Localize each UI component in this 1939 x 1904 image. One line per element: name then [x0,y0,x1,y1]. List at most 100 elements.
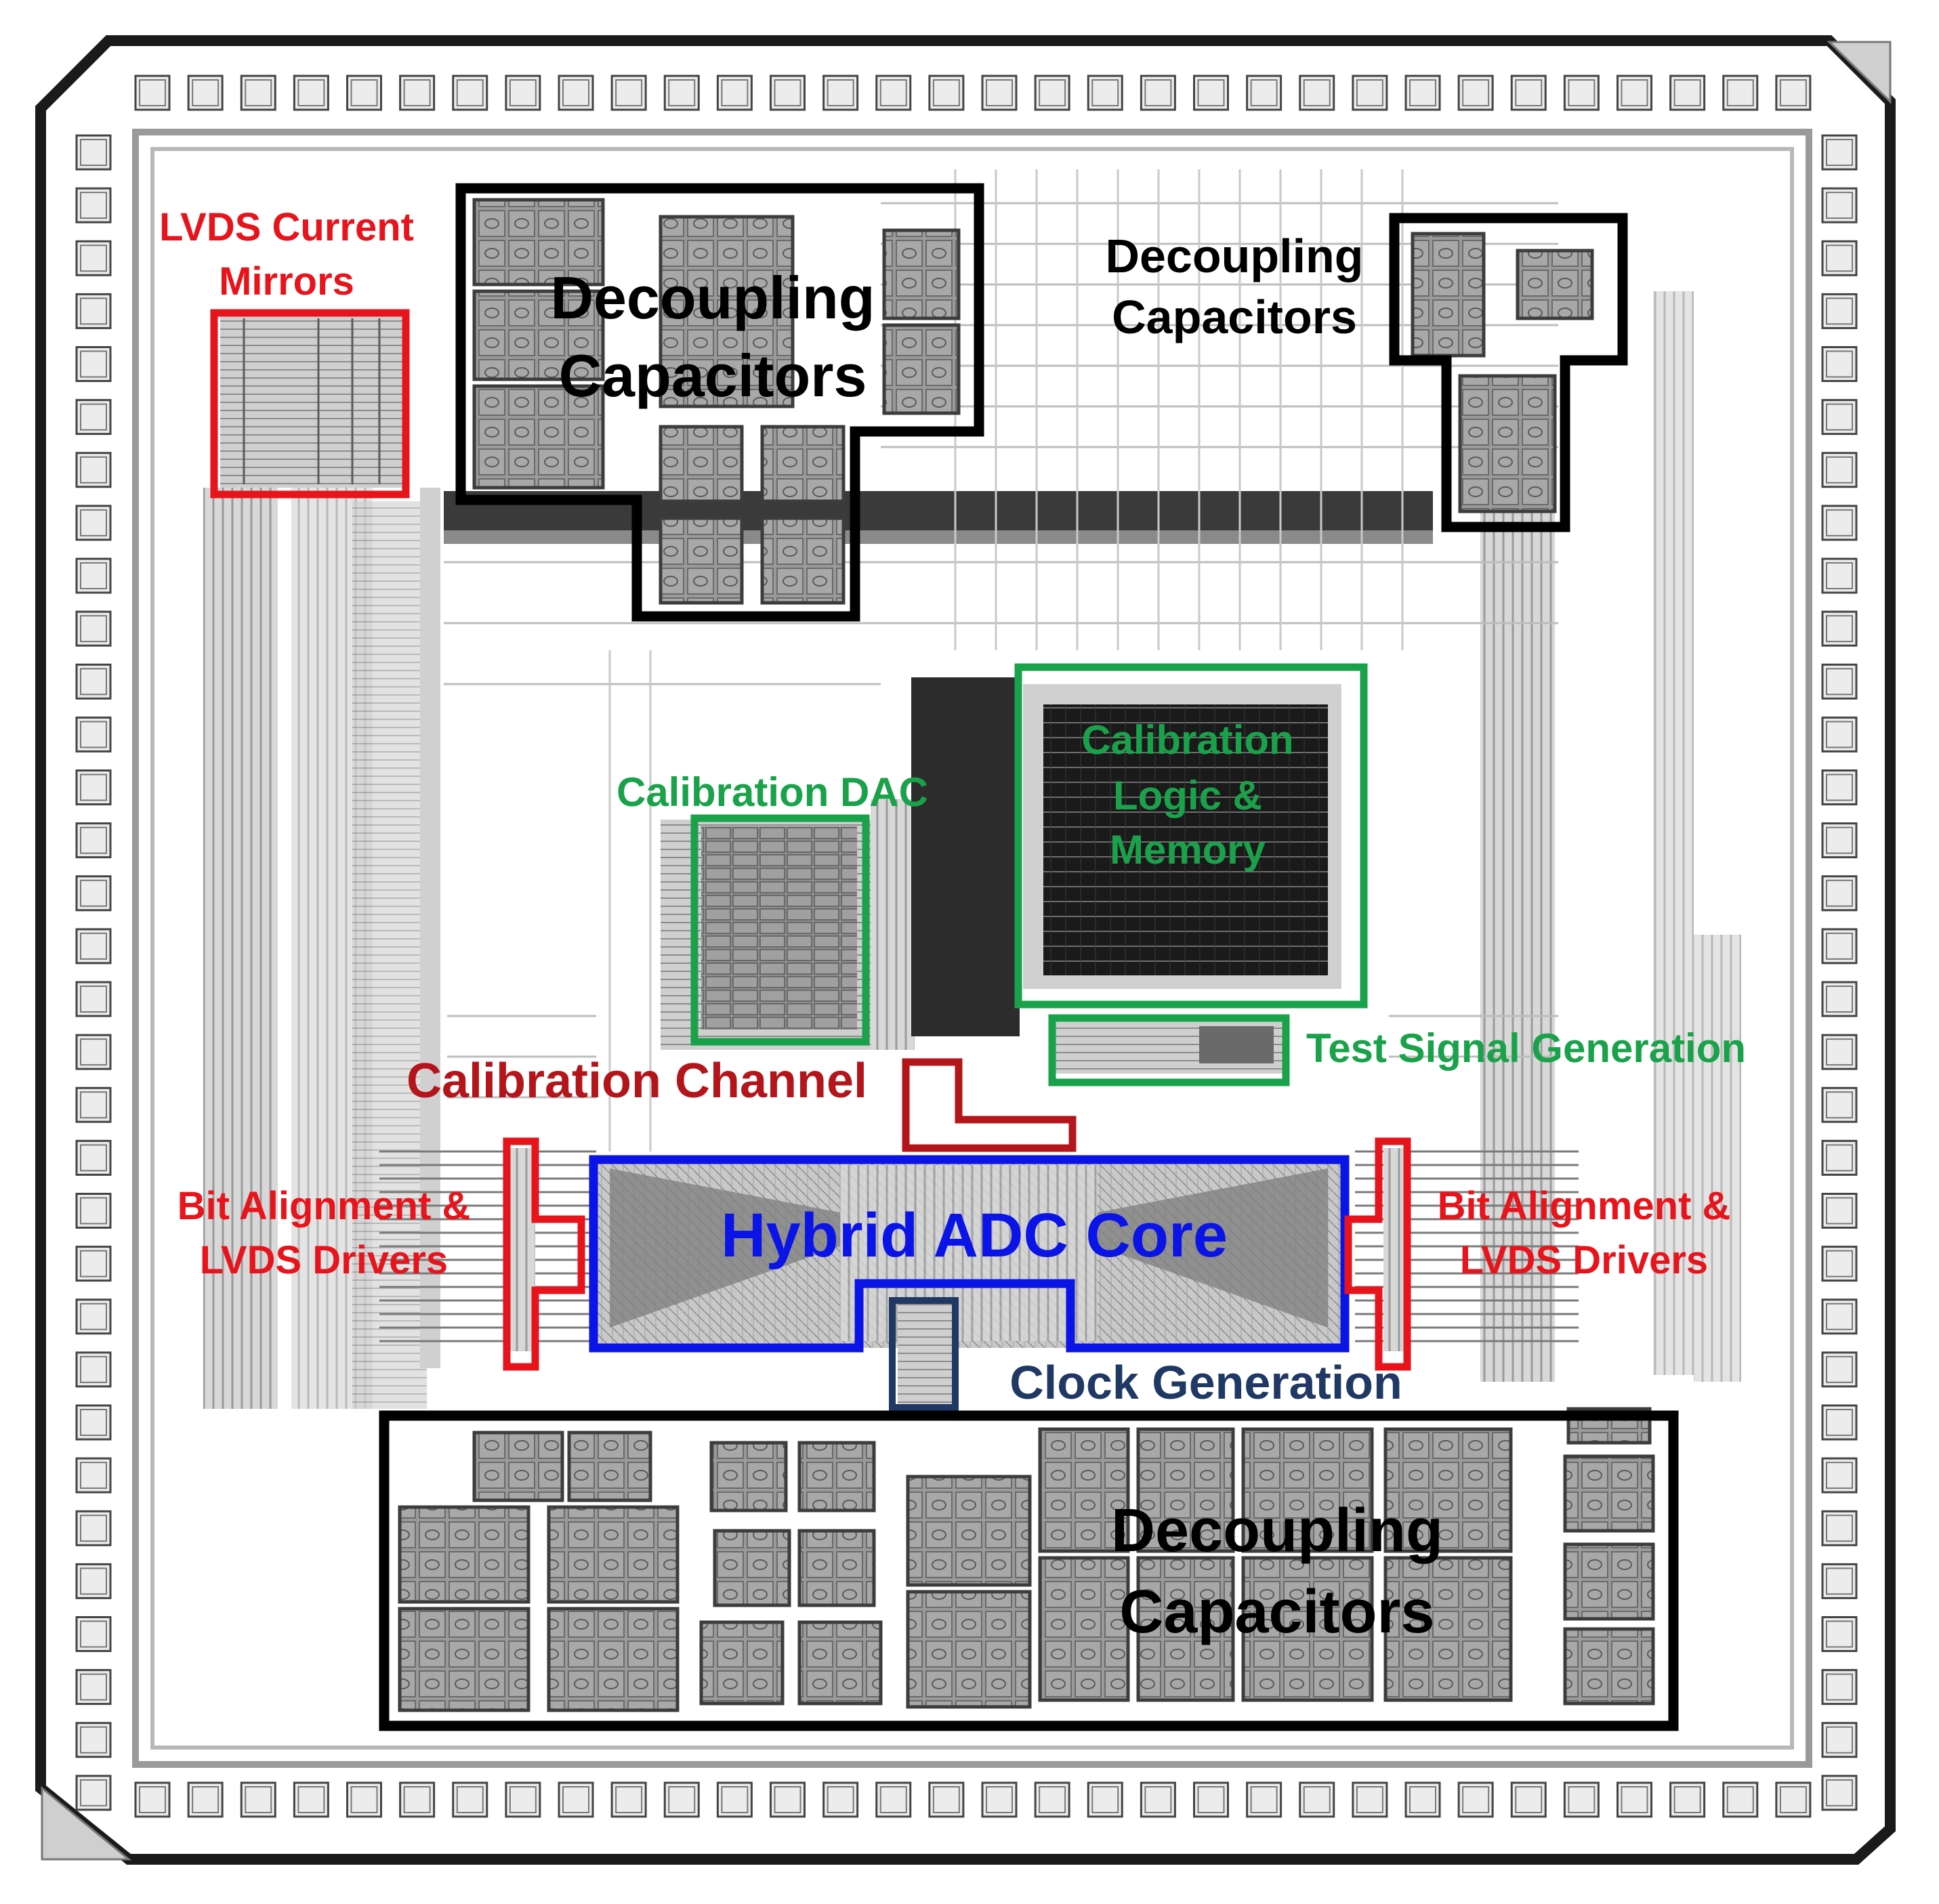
bond-pad [75,928,112,965]
bond-pad [293,1781,329,1818]
bond-pad [505,1781,541,1818]
bond-pad [75,452,112,488]
bond-pad [1299,75,1335,111]
decap-cell [882,228,961,320]
decap-cell [1383,1556,1513,1702]
decap-cell [1563,1454,1655,1533]
bond-pad [75,1669,112,1706]
lvds-current-mirrors-label-line2: Mirrors [219,259,354,303]
bond-pad [770,1781,806,1818]
bond-pad [452,75,488,111]
bond-pad [75,769,112,805]
bond-pad [1821,716,1858,753]
bond-pad [981,75,1018,111]
bond-pad [134,1781,171,1818]
bond-pad [1669,1781,1706,1818]
calibration-dac-box [690,814,870,1046]
bond-pad [1352,75,1388,111]
bond-pad [346,75,382,111]
bond-pad [610,75,647,111]
decap-cell [1516,249,1594,320]
bond-pad [1821,1775,1858,1811]
bond-pad [1775,1781,1812,1818]
bond-pad [1510,1781,1547,1818]
bond-pad [1352,1781,1388,1818]
bond-pad [1821,1669,1858,1706]
bond-pad [770,75,806,111]
bond-pad [1821,1086,1858,1123]
bond-pad [1457,1781,1494,1818]
labels: LVDS Current Mirrors Decoupling Capacito… [159,205,1746,1646]
decap-top-right-label-line1: Decoupling [1105,230,1363,282]
decap-cell [709,1441,788,1512]
bond-pad [1563,75,1600,111]
bond-pad [1563,1781,1600,1818]
bond-pad [1821,1510,1858,1546]
bond-pad [134,75,171,111]
bond-pad [75,663,112,700]
bond-pad [875,75,912,111]
decap-cell [398,1607,530,1712]
bond-pad [1193,75,1229,111]
bond-pad [75,399,112,436]
bond-pad [1821,769,1858,805]
decap-top-left-label-line2: Capacitors [559,342,867,409]
bond-pad [1617,1781,1652,1818]
pad-ring [75,75,1858,1818]
bond-pad [1821,1457,1858,1494]
bond-pad [75,822,112,859]
bond-pad [75,557,112,594]
bond-pad [928,1781,965,1818]
decap-cell [760,516,846,605]
decap-cell [1136,1427,1235,1553]
bond-pad [981,1781,1018,1818]
bond-pad [75,505,112,541]
decap-cell [1038,1556,1130,1702]
decap-cell [472,289,605,381]
bond-pad [1140,75,1176,111]
bond-pad [75,716,112,753]
bit-align-left-box [503,1137,585,1371]
decap-bottom-label-line1: Decoupling [1111,1497,1443,1565]
decap-cell [398,1505,530,1604]
decap-cell [472,198,605,287]
decap-cell [472,384,605,490]
decap-top-left-label-line1: Decoupling [550,264,875,331]
decap-cell [659,425,744,503]
bond-pad [75,1457,112,1494]
decap-top-left-box [455,183,984,622]
bond-pad [1669,75,1706,111]
bond-pad [1821,1351,1858,1388]
bond-pad [1246,75,1283,111]
bond-pad [75,1351,112,1388]
decap-cell [1383,1427,1513,1553]
bond-pad [505,75,541,111]
bond-pad [716,1781,753,1818]
bond-pad [1821,981,1858,1017]
bond-pad [399,75,436,111]
bond-pad [1140,1781,1176,1818]
bond-pad [75,1034,112,1070]
bond-pad [75,1193,112,1229]
bond-pad [1821,1404,1858,1441]
bond-pad [75,346,112,382]
bond-pad [452,1781,488,1818]
bond-pad [558,75,594,111]
decap-bottom-box [379,1410,1679,1731]
bond-pad [558,1781,594,1818]
bond-pad [240,75,276,111]
bond-pad [1775,75,1812,111]
bond-pad [75,187,112,224]
decap-cell [1241,1556,1374,1702]
bond-pad [75,1086,112,1123]
decap-cell [699,1620,785,1706]
bond-pad [1821,505,1858,541]
bond-pad [75,1563,112,1599]
bond-pad [1821,1193,1858,1229]
bond-pad [1404,75,1441,111]
bond-pad [187,75,224,111]
bond-pad [1617,75,1652,111]
clock-generation-box [889,1297,959,1411]
bond-pad [1722,75,1759,111]
